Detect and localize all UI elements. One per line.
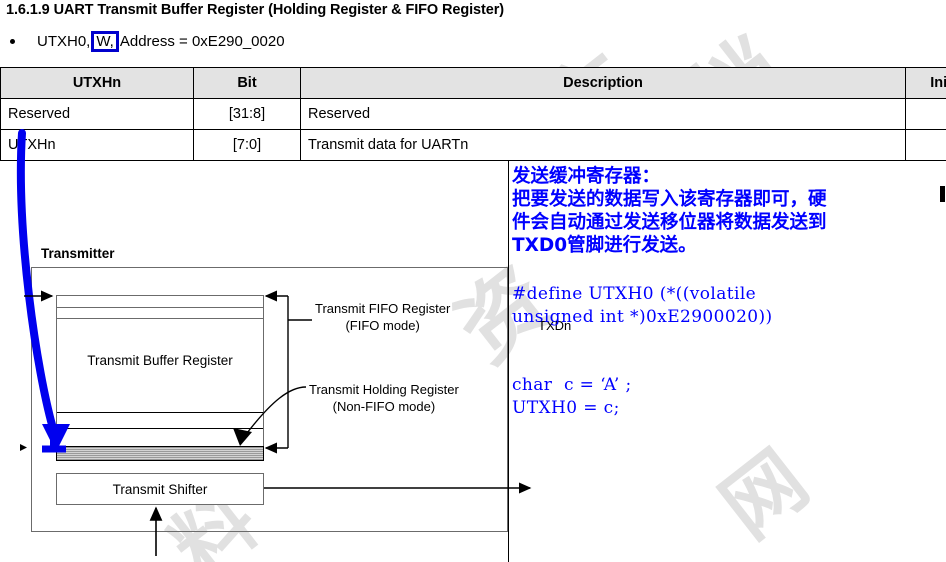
register-bitfield-table: UTXHn Bit Description Initial S Reserved… <box>0 67 946 161</box>
diagram-title: Transmitter <box>41 246 115 261</box>
code-snippet-usage: char c = ‘A’ ; UTXH0 = c; <box>512 375 632 418</box>
fifo-register-callout-line1: Transmit FIFO Register <box>315 301 451 316</box>
transmitter-block-diagram: Transmitter Transmit Buffer Register Tra… <box>0 160 508 562</box>
chinese-annotation-note: 发送缓冲寄存器： 把要发送的数据写入该寄存器即可，硬 件会自动通过发送移位器将数… <box>512 166 827 256</box>
transmit-buffer-register-label: Transmit Buffer Register <box>87 353 233 368</box>
txd-output-label: TXDn <box>538 318 572 333</box>
page-edge-mark <box>940 186 945 202</box>
bullet-dot-icon <box>10 39 15 44</box>
fifo-register-callout-line2: (FIFO mode) <box>345 318 420 333</box>
table-row: Reserved [31:8] Reserved - <box>0 98 946 130</box>
cell-field-name: UTXHn <box>0 129 194 161</box>
access-type-highlight: W, <box>91 31 119 52</box>
cell-field-name: Reserved <box>0 98 194 130</box>
pane-divider <box>508 160 509 562</box>
register-name-text: UTXH0, <box>37 33 91 50</box>
code-snippet-define: #define UTXH0 (*((volatile unsigned int … <box>512 284 773 327</box>
column-header-bit: Bit <box>193 67 301 99</box>
fifo-register-callout: Transmit FIFO Register (FIFO mode) <box>315 300 450 334</box>
cell-bit-range: [7:0] <box>193 129 301 161</box>
column-header-utxhn: UTXHn <box>0 67 194 99</box>
holding-register-callout: Transmit Holding Register (Non-FIFO mode… <box>309 381 459 415</box>
watermark-fragment: 网 <box>706 433 828 555</box>
fifo-slot-divider <box>57 428 263 429</box>
transmit-holding-register-band <box>56 446 264 461</box>
column-header-description: Description <box>300 67 906 99</box>
cell-bit-range: [31:8] <box>193 98 301 130</box>
register-address-line: UTXH0, W, Address = 0xE290_0020 <box>10 31 285 52</box>
cell-initial-state: - <box>905 129 946 161</box>
holding-register-callout-line1: Transmit Holding Register <box>309 382 459 397</box>
transmit-shifter-box: Transmit Shifter <box>56 473 264 505</box>
transmit-shifter-label: Transmit Shifter <box>112 481 208 497</box>
page-title: 1.6.1.9 UART Transmit Buffer Register (H… <box>6 2 504 18</box>
table-row: UTXHn [7:0] Transmit data for UARTn - <box>0 129 946 161</box>
register-address-text: Address = 0xE290_0020 <box>119 33 285 50</box>
cell-initial-state: - <box>905 98 946 130</box>
cell-description: Reserved <box>300 98 906 130</box>
cell-description: Transmit data for UARTn <box>300 129 906 161</box>
holding-register-callout-line2: (Non-FIFO mode) <box>332 399 436 414</box>
fifo-slot-divider <box>57 412 263 413</box>
fifo-slot-divider <box>57 307 263 308</box>
transmit-buffer-register-box: Transmit Buffer Register <box>56 295 264 455</box>
fifo-slot-divider <box>57 318 263 319</box>
table-header-row: UTXHn Bit Description Initial S <box>0 67 946 99</box>
column-header-initial-state: Initial S <box>905 67 946 99</box>
